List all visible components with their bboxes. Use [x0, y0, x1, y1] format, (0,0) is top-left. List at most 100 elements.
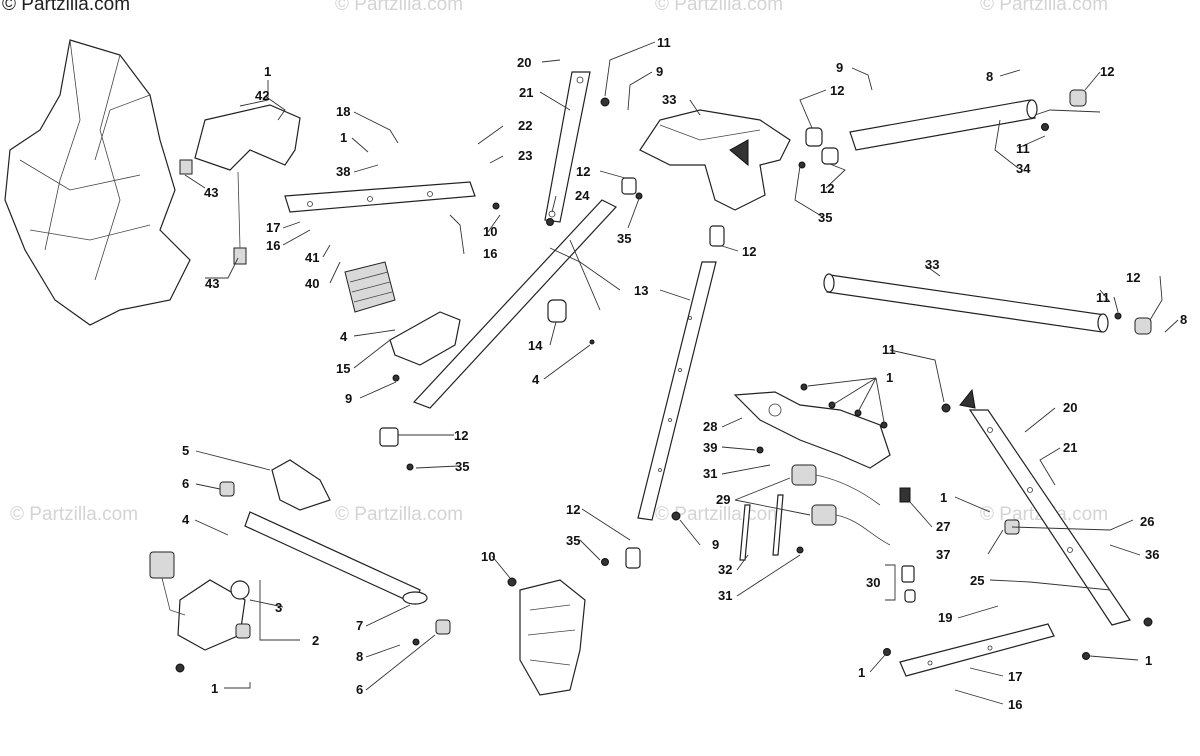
- callout-11: 11: [882, 342, 896, 357]
- callout-4: 4: [340, 329, 348, 344]
- upper-brace: [284, 181, 500, 213]
- callout-14: 14: [528, 338, 543, 353]
- callout-1: 1: [940, 490, 947, 505]
- clip: [547, 299, 595, 345]
- watermark-top: © Partzilla.com: [980, 0, 1108, 15]
- support-rod-lower: [941, 388, 1153, 627]
- callout-11: 11: [657, 35, 671, 50]
- callout-35: 35: [566, 533, 580, 548]
- callout-12: 12: [576, 164, 590, 179]
- callout-26: 26: [1140, 514, 1154, 529]
- lower-mount: [507, 577, 586, 696]
- callout-8: 8: [986, 69, 993, 84]
- callout-17: 17: [1008, 669, 1022, 684]
- callout-12: 12: [742, 244, 756, 259]
- watermark-top: © Partzilla.com: [335, 0, 463, 15]
- motor-assembly: [149, 551, 251, 673]
- callout-24: 24: [575, 188, 590, 203]
- callout-1: 1: [1145, 653, 1152, 668]
- bulkhead-frame: [4, 39, 191, 326]
- module-bracket: [344, 261, 461, 382]
- callout-30: 30: [866, 575, 880, 590]
- callout-36: 36: [1145, 547, 1159, 562]
- leader-lines: [184, 41, 1179, 705]
- callout-4: 4: [532, 372, 540, 387]
- callout-28: 28: [703, 419, 717, 434]
- heat-shield: [179, 104, 301, 265]
- callout-18: 18: [336, 104, 350, 119]
- callout-35: 35: [455, 459, 469, 474]
- callout-33: 33: [925, 257, 939, 272]
- callout-5: 5: [182, 443, 189, 458]
- callout-27: 27: [936, 519, 950, 534]
- watermark-middle: © Partzilla.com: [655, 504, 783, 525]
- callout-17: 17: [266, 220, 280, 235]
- callout-33: 33: [662, 92, 676, 107]
- lower-brace: [883, 623, 1090, 677]
- upper-right-tube: [798, 89, 1087, 169]
- callout-12: 12: [1126, 270, 1140, 285]
- callout-38: 38: [336, 164, 350, 179]
- callout-37: 37: [936, 547, 950, 562]
- callout-43: 43: [204, 185, 218, 200]
- callout-13: 13: [634, 283, 648, 298]
- callout-34: 34: [1016, 161, 1031, 176]
- callout-29: 29: [716, 492, 730, 507]
- callout-32: 32: [718, 562, 732, 577]
- callout-10: 10: [483, 224, 497, 239]
- coil-bracket: [733, 383, 911, 561]
- watermark-corner: © Partzilla.com: [2, 0, 130, 15]
- callout-12: 12: [454, 428, 468, 443]
- callout-6: 6: [356, 682, 363, 697]
- callout-4: 4: [182, 512, 190, 527]
- callout-9: 9: [345, 391, 352, 406]
- callout-12: 12: [1100, 64, 1114, 79]
- callout-20: 20: [1063, 400, 1077, 415]
- callout-6: 6: [182, 476, 189, 491]
- callout-39: 39: [703, 440, 717, 455]
- callout-11: 11: [1016, 141, 1030, 156]
- callout-15: 15: [336, 361, 350, 376]
- callout-9: 9: [836, 60, 843, 75]
- callout-22: 22: [518, 118, 532, 133]
- callout-9: 9: [656, 64, 663, 79]
- steering-housing: [639, 109, 791, 211]
- watermark-middle: © Partzilla.com: [10, 504, 138, 525]
- callout-42: 42: [255, 88, 269, 103]
- callout-1: 1: [886, 370, 893, 385]
- callout-16: 16: [1008, 697, 1022, 712]
- lower-left-bracket: [219, 459, 451, 646]
- callout-8: 8: [1180, 312, 1187, 327]
- connector: [901, 565, 916, 603]
- callout-8: 8: [356, 649, 363, 664]
- callout-21: 21: [519, 85, 533, 100]
- callout-12: 12: [566, 502, 580, 517]
- callouts: 1 42 43 43 18 1 38 17 16 41 40 10 16 22 …: [182, 35, 1187, 712]
- steering-shaft-left: [379, 177, 643, 471]
- callout-41: 41: [305, 250, 319, 265]
- callout-1: 1: [340, 130, 347, 145]
- callout-21: 21: [1063, 440, 1077, 455]
- callout-40: 40: [305, 276, 319, 291]
- callout-7: 7: [356, 618, 363, 633]
- callout-35: 35: [818, 210, 832, 225]
- callout-12: 12: [830, 83, 844, 98]
- callout-1: 1: [211, 681, 218, 696]
- callout-3: 3: [275, 600, 282, 615]
- callout-1: 1: [264, 64, 271, 79]
- callout-19: 19: [938, 610, 952, 625]
- callout-25: 25: [970, 573, 984, 588]
- callout-10: 10: [481, 549, 495, 564]
- callout-43: 43: [205, 276, 219, 291]
- lower-right-tube: [823, 273, 1152, 335]
- watermark-middle: © Partzilla.com: [335, 504, 463, 525]
- steering-shaft-right: [601, 225, 725, 569]
- callout-11: 11: [1096, 290, 1110, 305]
- callout-9: 9: [712, 537, 719, 552]
- callout-1: 1: [858, 665, 865, 680]
- watermark-top: © Partzilla.com: [655, 0, 783, 15]
- callout-20: 20: [517, 55, 531, 70]
- callout-2: 2: [312, 633, 319, 648]
- callout-16: 16: [483, 246, 497, 261]
